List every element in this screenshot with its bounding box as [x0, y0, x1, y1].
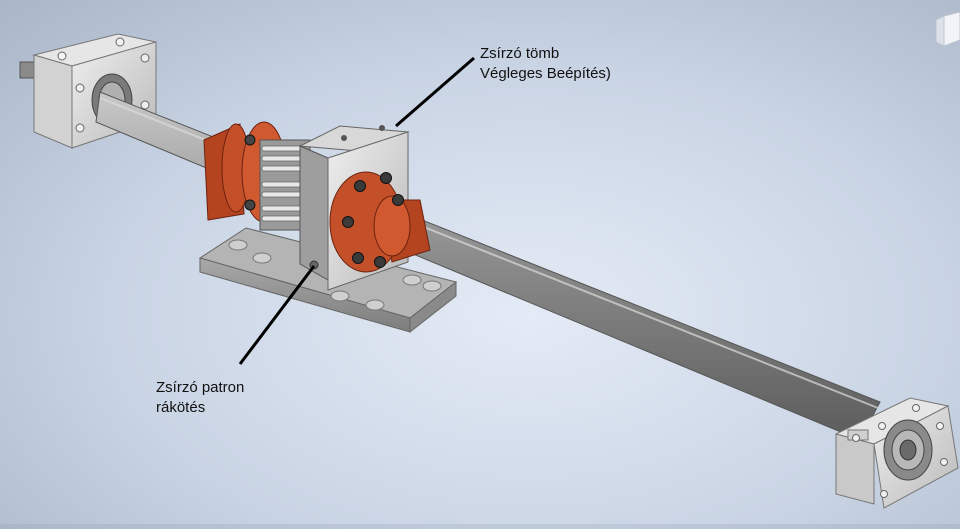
annotation-grease-block: Zsírzó tömb Végleges Beépítés) — [480, 44, 611, 84]
annotation-grease-cartridge-line2: rákötés — [156, 399, 206, 416]
annotation-grease-cartridge: Zsírzó patron rákötés — [156, 378, 244, 418]
view-cube-icon[interactable] — [936, 12, 960, 48]
leader-line-grease-cartridge — [238, 265, 316, 365]
right-bearing-block[interactable] — [834, 397, 959, 509]
leader-line-grease-block — [395, 56, 475, 128]
annotation-grease-cartridge-line1: Zsírzó patron — [156, 379, 245, 396]
right-coupling[interactable] — [329, 171, 431, 273]
annotation-grease-block-line1: Zsírzó tömb — [480, 45, 560, 62]
annotation-grease-block-line2: Végleges Beépítés) — [480, 65, 611, 82]
